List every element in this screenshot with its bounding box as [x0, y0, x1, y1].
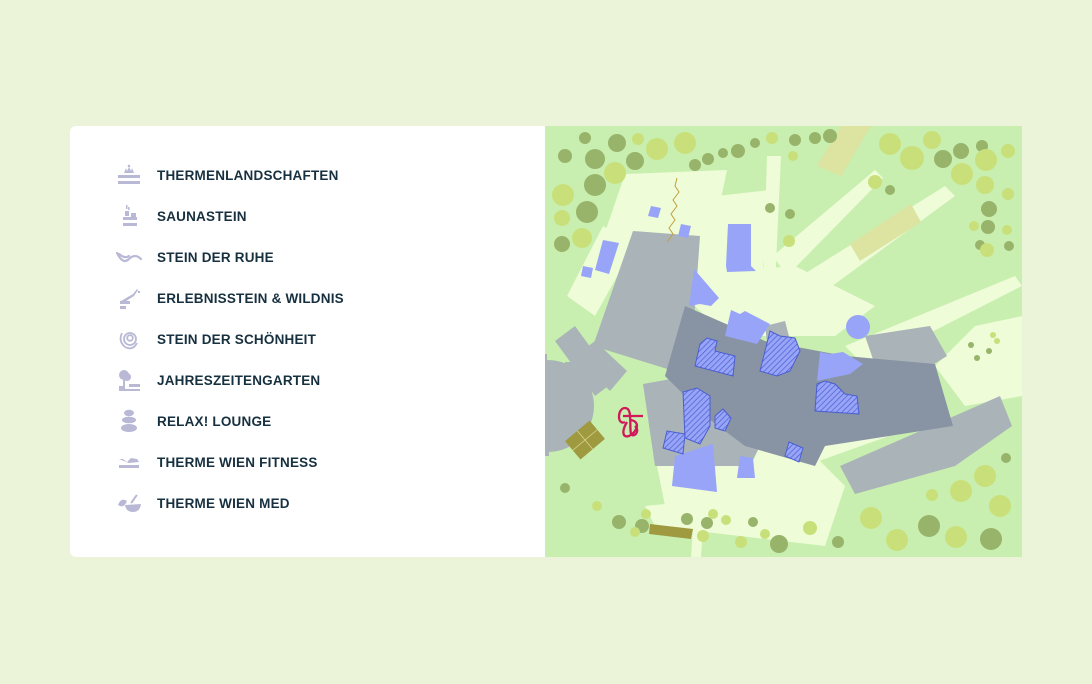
site-map-card: THERMENLANDSCHAFTEN SAUNASTEIN STEIN DER…	[70, 126, 1022, 557]
site-map[interactable]	[545, 126, 1022, 557]
sauna-icon	[114, 203, 144, 229]
zigzag-trail	[666, 177, 680, 243]
legend-item-relax-lounge[interactable]: RELAX! LOUNGE	[114, 406, 271, 436]
tennis-court	[565, 420, 605, 460]
fitness-icon	[114, 449, 144, 475]
field	[817, 126, 871, 176]
thermal-pool-icon	[114, 162, 144, 188]
legend-list: THERMENLANDSCHAFTEN SAUNASTEIN STEIN DER…	[70, 126, 545, 557]
legend-label: ERLEBNISSTEIN & WILDNIS	[157, 290, 344, 306]
legend-item-stein-der-ruhe[interactable]: STEIN DER RUHE	[114, 242, 274, 272]
legend-label: THERME WIEN MED	[157, 495, 290, 511]
legend-label: THERME WIEN FITNESS	[157, 454, 318, 470]
legend-item-jahreszeitengarten[interactable]: JAHRESZEITENGARTEN	[114, 365, 320, 395]
indoor-pools	[662, 330, 860, 463]
legend-label: STEIN DER SCHÖNHEIT	[157, 331, 317, 347]
mortar-leaf-icon	[114, 490, 144, 516]
rose-swirl-icon	[114, 326, 144, 352]
legend-label: RELAX! LOUNGE	[157, 413, 272, 429]
paths	[567, 156, 1022, 557]
legend-label: SAUNASTEIN	[157, 208, 247, 224]
legend-item-thermenlandschaften[interactable]: THERMENLANDSCHAFTEN	[114, 160, 339, 190]
trees	[552, 129, 1015, 553]
field	[850, 204, 921, 261]
legend-label: STEIN DER RUHE	[157, 249, 274, 265]
legend-label: JAHRESZEITENGARTEN	[157, 372, 321, 388]
legend-item-saunastein[interactable]: SAUNASTEIN	[114, 201, 247, 231]
legend-item-therme-wien-fitness[interactable]: THERME WIEN FITNESS	[114, 447, 318, 477]
bench	[649, 524, 693, 539]
location-marker-icon[interactable]	[617, 406, 643, 438]
stacked-stones-icon	[114, 408, 144, 434]
legend-label: THERMENLANDSCHAFTEN	[157, 167, 339, 183]
pools	[581, 206, 870, 492]
water-slide-icon	[114, 285, 144, 311]
legend-item-erlebnisstein-wildnis[interactable]: ERLEBNISSTEIN & WILDNIS	[114, 283, 344, 313]
hammock-icon	[114, 244, 144, 270]
legend-item-stein-der-schoenheit[interactable]: STEIN DER SCHÖNHEIT	[114, 324, 316, 354]
tree-icon	[114, 367, 144, 393]
legend-item-therme-wien-med[interactable]: THERME WIEN MED	[114, 488, 290, 518]
site-map-canvas[interactable]	[495, 126, 1022, 557]
